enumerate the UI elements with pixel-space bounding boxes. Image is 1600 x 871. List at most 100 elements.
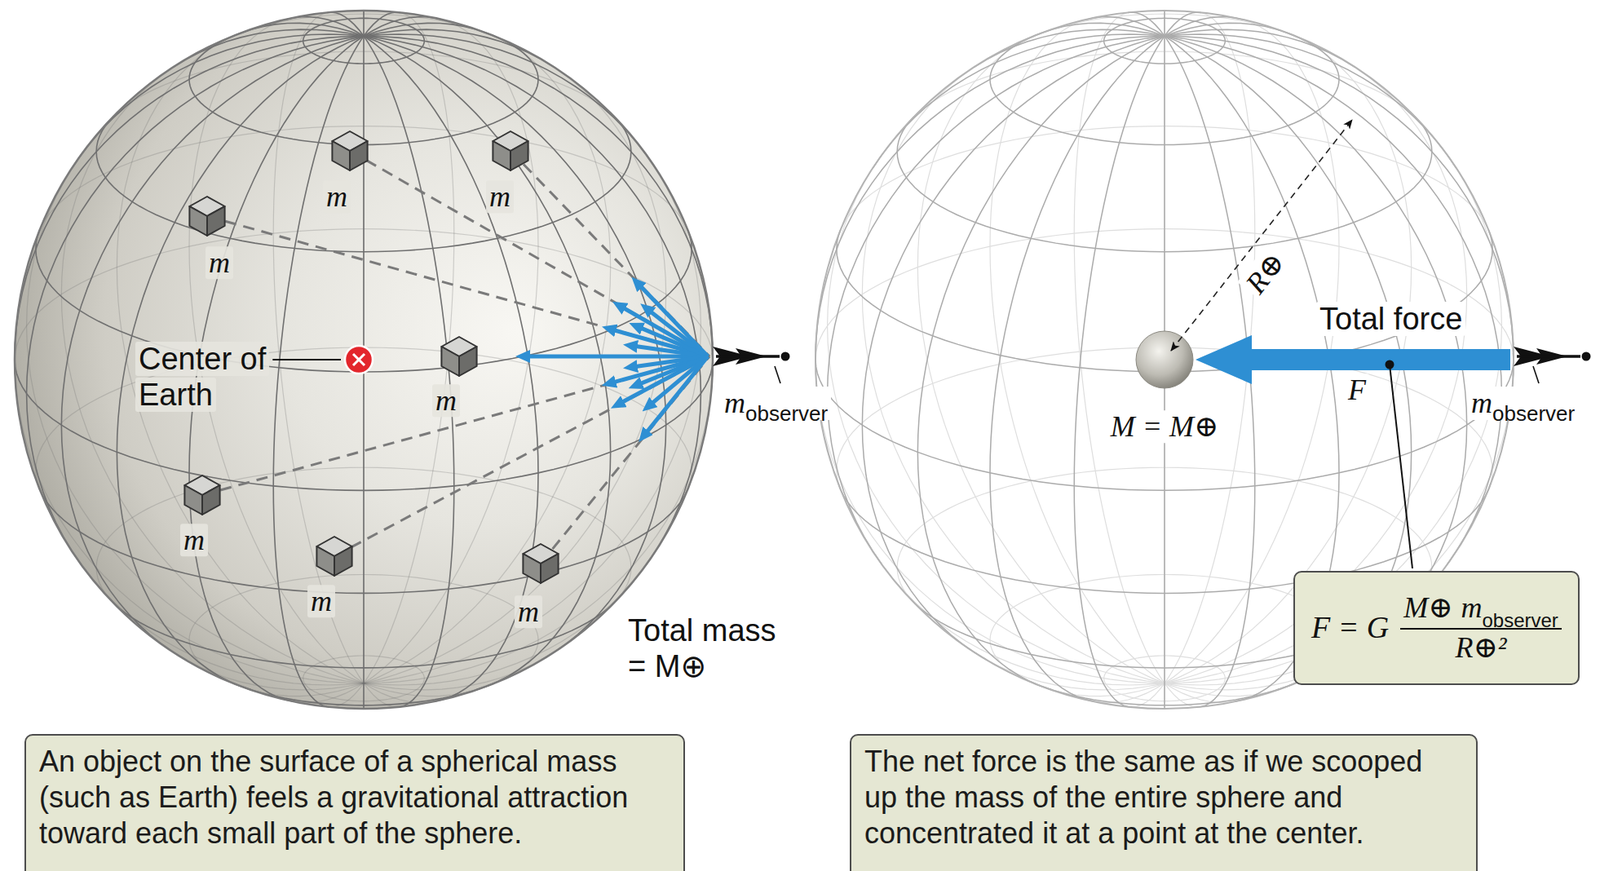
grid-line	[363, 12, 401, 36]
dashed-line	[202, 356, 710, 496]
mass-element-label: m	[180, 523, 208, 557]
grid-line	[861, 59, 1165, 684]
grid-line	[897, 115, 1165, 252]
sphere-outline	[815, 10, 1514, 709]
sphere-front-grid	[14, 10, 713, 709]
grid-line	[861, 35, 1165, 660]
grid-line	[363, 35, 455, 708]
mass-cube	[316, 536, 352, 576]
sphere-back-grid	[815, 10, 1514, 709]
grid-line	[1041, 683, 1165, 697]
dashed-line	[540, 356, 710, 564]
mass-cube	[331, 131, 367, 171]
grid-line	[327, 683, 364, 708]
grid-line	[26, 35, 364, 565]
mass-element-label: m	[322, 180, 351, 213]
cube-face	[459, 346, 478, 376]
observer-body	[716, 354, 780, 359]
radius-label: R⊕	[1237, 243, 1294, 303]
cube-face	[510, 141, 529, 171]
grid-line	[363, 115, 632, 252]
label-anchor: Total force	[1316, 301, 1466, 338]
cube-face	[522, 553, 541, 584]
grid-line	[363, 35, 713, 377]
mass-cube	[189, 196, 225, 236]
formula-text: M⊕	[1403, 591, 1453, 625]
grid-line	[363, 35, 701, 565]
formula-text: F = G	[1311, 609, 1389, 646]
cube-face	[349, 141, 368, 171]
grid-line	[363, 59, 667, 684]
grid-line	[71, 550, 364, 686]
label-group: mobserver	[1467, 386, 1578, 420]
center-cross	[353, 353, 365, 366]
cube-face	[189, 206, 208, 236]
grid-line	[240, 683, 364, 697]
grid-line	[61, 35, 364, 660]
grid-line	[61, 59, 364, 684]
caption-text: An object on the surface of a spherical …	[39, 743, 671, 852]
label-anchor: m	[432, 384, 460, 418]
earth-sphere	[14, 10, 713, 709]
cube-face	[331, 141, 350, 171]
center-marker	[344, 345, 373, 374]
grid-line	[362, 10, 365, 36]
observer-head	[781, 352, 791, 362]
label-anchor: Center of Earth	[135, 341, 303, 413]
label-anchor: m	[322, 180, 351, 214]
leader-lines	[272, 359, 341, 361]
grid-line	[26, 154, 364, 684]
grid-line	[836, 229, 1165, 372]
grid-line	[1164, 115, 1433, 252]
cube-face	[492, 141, 511, 171]
formula-fraction: M⊕mobserverR⊕²	[1400, 591, 1562, 666]
cube-face	[207, 206, 226, 236]
grid-line	[1164, 29, 1355, 67]
force-arrow	[636, 356, 708, 386]
caption-box: An object on the surface of a spherical …	[24, 733, 686, 871]
dashed-line	[349, 150, 710, 357]
grid-line	[96, 115, 364, 252]
grid-line	[872, 34, 1165, 169]
label-anchor: M = M⊕	[1107, 410, 1222, 444]
cube-face	[334, 546, 353, 576]
grid-line	[1164, 34, 1457, 169]
dashed-line	[510, 150, 710, 357]
formula-text: R⊕²	[1455, 631, 1508, 664]
force-arrow	[523, 354, 708, 359]
formula-denominator: R⊕²	[1400, 627, 1562, 665]
label-anchor: m	[307, 584, 336, 619]
observer-head	[1582, 352, 1592, 362]
label-anchor: F	[1344, 373, 1370, 407]
grid-line	[1085, 683, 1165, 703]
cube-face	[540, 553, 559, 584]
label-anchor: m	[486, 180, 514, 214]
dashed-line	[207, 216, 710, 357]
grid-line	[815, 342, 1165, 684]
force-arrow	[648, 356, 708, 407]
sphere-outline	[14, 10, 713, 709]
grid-line	[827, 35, 1165, 565]
mass-cube	[184, 475, 220, 515]
grid-line	[1164, 35, 1502, 565]
mass-cube	[492, 131, 528, 171]
grid-line	[974, 652, 1165, 690]
force-arrow	[618, 356, 708, 405]
grid-line	[363, 229, 692, 372]
mass-element-label: m	[514, 595, 543, 628]
label-anchor: m	[514, 595, 543, 629]
grid-line	[1163, 10, 1166, 36]
formula-text: m	[1460, 591, 1482, 625]
cube-face	[441, 346, 460, 376]
force-label: F	[1344, 373, 1370, 407]
grid-line	[363, 154, 701, 684]
force-arrows	[523, 282, 708, 436]
grid-line	[1164, 12, 1202, 36]
grid-line	[1164, 35, 1514, 377]
observer-subscript: observer	[745, 402, 828, 426]
grid-line	[872, 550, 1165, 686]
center-label: Center of Earth	[135, 341, 270, 412]
observer-figure	[1513, 346, 1592, 367]
point-mass	[1135, 331, 1194, 389]
